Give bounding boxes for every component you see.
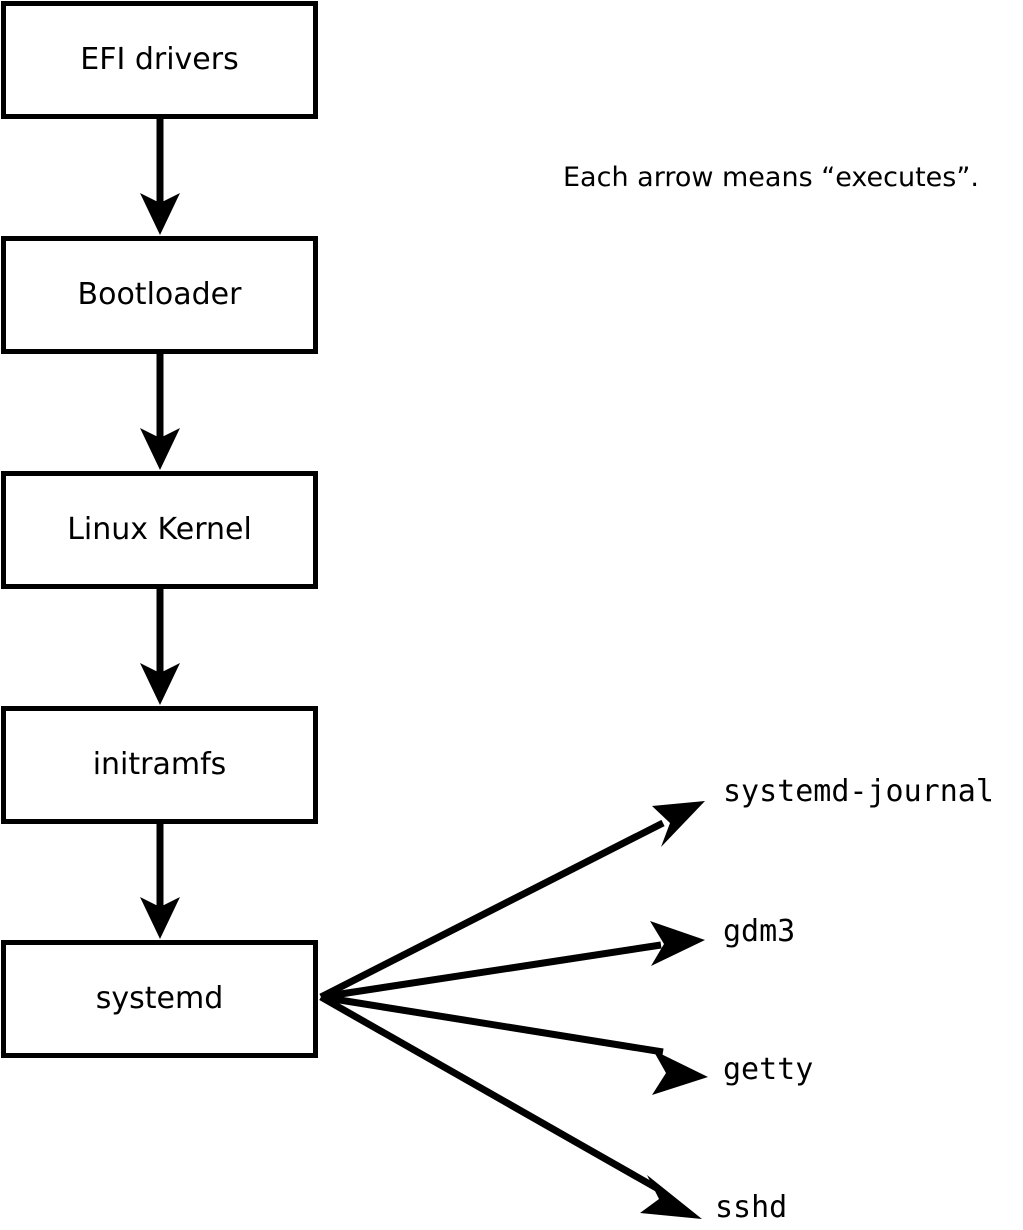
arrow-systemd-to-systemd-journal — [319, 801, 705, 1001]
leaf-label-sshd[interactable]: sshd — [715, 1190, 788, 1225]
arrow-efi-drivers-to-bootloader — [140, 119, 180, 235]
node-efi-drivers[interactable]: EFI drivers — [1, 1, 318, 119]
arrow-initramfs-to-systemd — [140, 824, 180, 939]
arrow-bootloader-to-linux-kernel — [140, 354, 180, 470]
node-systemd-label: systemd — [95, 981, 224, 1016]
node-efi-drivers-label: EFI drivers — [80, 42, 239, 77]
leaf-label-getty[interactable]: getty — [723, 1052, 814, 1087]
node-bootloader[interactable]: Bootloader — [1, 236, 318, 354]
node-initramfs-label: initramfs — [92, 747, 227, 782]
leaf-label-systemd-journal[interactable]: systemd-journal — [723, 774, 994, 809]
arrow-systemd-to-getty — [320, 993, 708, 1095]
leaf-label-gdm3[interactable]: gdm3 — [723, 914, 796, 949]
node-bootloader-label: Bootloader — [77, 277, 242, 312]
legend-caption: Each arrow means “executes”. — [563, 162, 979, 193]
node-initramfs[interactable]: initramfs — [1, 706, 318, 824]
node-systemd[interactable]: systemd — [1, 940, 318, 1058]
node-linux-kernel[interactable]: Linux Kernel — [1, 471, 318, 589]
arrow-systemd-to-gdm3 — [320, 921, 705, 1001]
node-linux-kernel-label: Linux Kernel — [67, 512, 252, 547]
arrow-linux-kernel-to-initramfs — [140, 589, 180, 705]
arrow-systemd-to-sshd — [319, 993, 702, 1219]
